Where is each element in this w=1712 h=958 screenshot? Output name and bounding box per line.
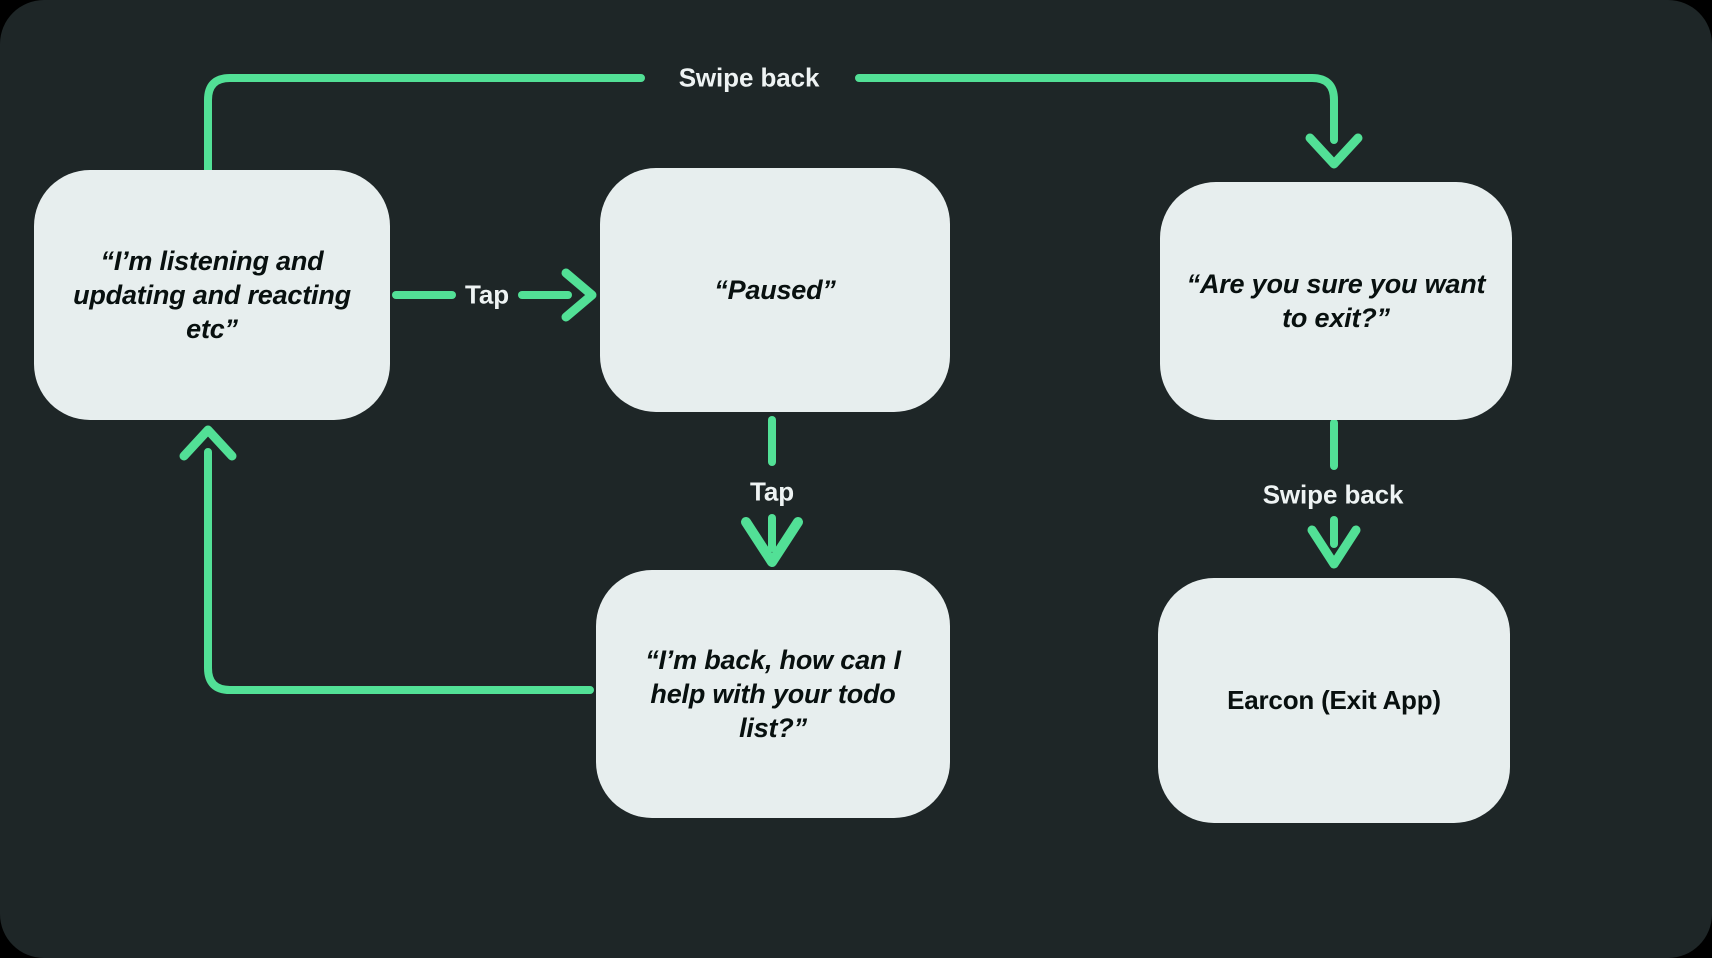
edge-label-tap-paused-to-back: Tap [750, 476, 794, 507]
arrowhead-down-back [741, 517, 803, 567]
node-listening-label: “I’m listening and updating and reacting… [73, 245, 351, 344]
edge-label-swipe-back-top: Swipe back [678, 62, 820, 93]
node-earcon-exit-app-label: Earcon (Exit App) [1227, 685, 1441, 716]
node-back-label: “I’m back, how can I help with your todo… [645, 644, 901, 743]
edge-swipe-back-top-right-segment [855, 74, 1338, 144]
arrowhead-down-confirm [1305, 133, 1363, 169]
edge-label-tap-listening-to-paused: Tap [465, 279, 509, 310]
node-paused-label: “Paused” [714, 274, 836, 305]
node-paused[interactable]: “Paused” [600, 168, 950, 412]
node-confirm-exit[interactable]: “Are you sure you want to exit?” [1160, 182, 1512, 420]
node-earcon-exit-app[interactable]: Earcon (Exit App) [1158, 578, 1510, 823]
edge-return-loop [204, 448, 594, 694]
node-confirm-exit-label: “Are you sure you want to exit?” [1186, 268, 1486, 333]
edge-swipe-back-top-left-segment [204, 74, 645, 174]
arrowhead-right-paused [561, 268, 597, 322]
node-listening[interactable]: “I’m listening and updating and reacting… [34, 170, 390, 420]
arrowhead-down-earcon [1307, 525, 1361, 569]
edge-label-swipe-back-confirm-to-earcon: Swipe back [1262, 479, 1404, 510]
arrowhead-up-listening [179, 425, 237, 461]
node-back[interactable]: “I’m back, how can I help with your todo… [596, 570, 950, 818]
